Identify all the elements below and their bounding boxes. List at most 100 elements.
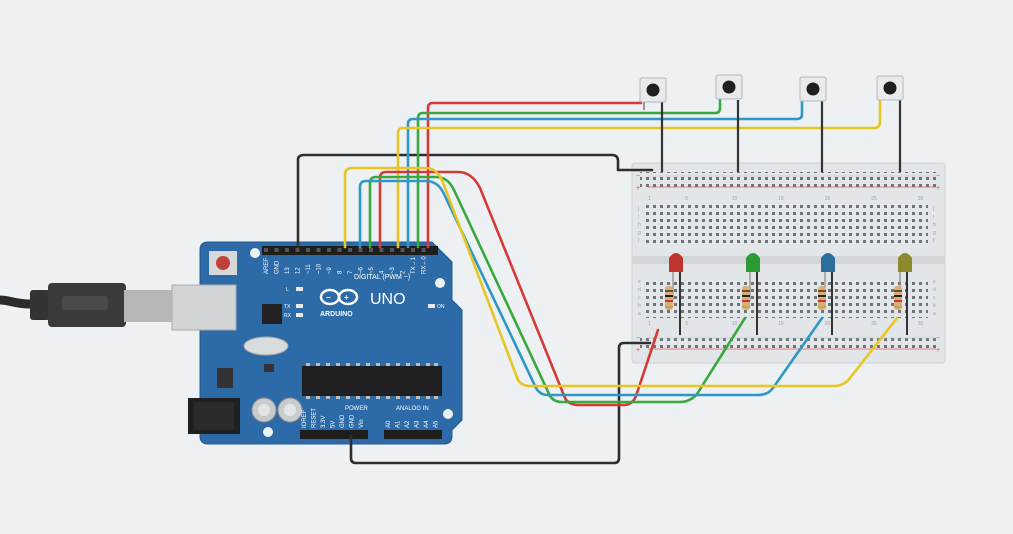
digital-pin-hole[interactable] xyxy=(264,248,268,252)
breadboard-row-letter: c xyxy=(933,295,936,301)
digital-pin-hole[interactable] xyxy=(390,248,394,252)
resistor-4[interactable] xyxy=(894,286,902,310)
analog-pin-label: A1 xyxy=(396,420,402,428)
led-red[interactable] xyxy=(669,253,683,335)
digital-pin-hole[interactable] xyxy=(421,248,426,252)
analog-pin-label: A2 xyxy=(405,420,411,428)
wires xyxy=(296,94,899,465)
led-yellow[interactable] xyxy=(898,253,912,335)
resistor-1[interactable] xyxy=(665,286,673,310)
digital-pin-hole[interactable] xyxy=(316,248,321,252)
gnd-wire-bottom[interactable] xyxy=(349,341,652,465)
digital-label: DIGITAL (PWM ~) xyxy=(354,274,410,281)
power-pin-label: GND xyxy=(350,414,356,428)
analog-pin-label: A0 xyxy=(386,420,392,428)
button4-to-d5[interactable] xyxy=(396,94,882,249)
led-l-indicator xyxy=(296,287,303,291)
power-pin-label: 5V xyxy=(331,421,337,428)
resistor-2[interactable] xyxy=(742,286,750,310)
power-pin-label: IOREF xyxy=(302,409,308,428)
breadboard-row-letter: a xyxy=(638,311,641,317)
digital-pin-hole[interactable] xyxy=(295,248,300,252)
digital-pin-label: AREF xyxy=(264,258,270,274)
led-on-indicator xyxy=(428,304,435,308)
breadboard-column-number: 10 xyxy=(732,196,738,202)
digital-pin-label: ~3 xyxy=(390,266,396,274)
led-yellow-wire[interactable] xyxy=(343,166,899,388)
digital-pin-label: 4 xyxy=(380,270,386,274)
analog-pin-label: A5 xyxy=(434,420,440,428)
analog-label: ANALOG IN xyxy=(396,406,429,412)
digital-pin-label: ~10 xyxy=(317,263,323,274)
reset-button[interactable] xyxy=(209,251,237,275)
digital-pin-label: 13 xyxy=(285,267,291,274)
led-blue[interactable] xyxy=(821,253,835,335)
gnd-wire-top[interactable] xyxy=(296,153,654,249)
brand-label: ARDUINO xyxy=(320,311,353,318)
analog-pin-label: A4 xyxy=(424,420,430,428)
breadboard-column-number: 25 xyxy=(871,321,877,327)
breadboard-row-letter: f xyxy=(638,238,640,244)
digital-pin-hole[interactable] xyxy=(379,248,384,252)
digital-pin-hole[interactable] xyxy=(369,248,373,252)
power-pin-label: 3.3V xyxy=(321,416,327,428)
digital-pin-hole[interactable] xyxy=(400,248,405,252)
svg-text:+: + xyxy=(344,293,349,302)
svg-text:−: − xyxy=(636,173,640,180)
digital-pin-hole[interactable] xyxy=(358,248,363,252)
digital-pin-hole[interactable] xyxy=(411,248,415,252)
digital-pin-label: ~5 xyxy=(369,266,375,274)
digital-pin-hole[interactable] xyxy=(348,248,352,252)
breadboard-row-letter: d xyxy=(638,287,641,293)
push-button-1[interactable] xyxy=(639,77,667,172)
breadboard-column-number: 15 xyxy=(778,321,784,327)
digital-pin-hole[interactable] xyxy=(327,248,331,252)
push-buttons xyxy=(639,74,904,172)
button3-to-d4[interactable] xyxy=(406,94,804,249)
push-button-4[interactable] xyxy=(876,75,904,172)
led-red-wire[interactable] xyxy=(378,170,660,407)
breadboard-row-letter: e xyxy=(638,279,641,285)
digital-pin-hole[interactable] xyxy=(274,248,279,252)
button1-to-d2[interactable] xyxy=(426,94,643,249)
power-pin-label: GND xyxy=(340,414,346,428)
led-rx-indicator xyxy=(296,313,303,317)
breadboard-column-number: 30 xyxy=(918,196,924,202)
led-green-wire[interactable] xyxy=(368,175,747,404)
led-blue-wire[interactable] xyxy=(358,179,824,397)
svg-text:−: − xyxy=(636,335,640,342)
resistor-3[interactable] xyxy=(818,286,826,310)
breadboard-row-letter: d xyxy=(933,287,936,293)
push-button-3[interactable] xyxy=(799,76,827,172)
digital-pin-hole[interactable] xyxy=(337,248,342,252)
power-label: POWER xyxy=(345,406,368,412)
breadboard-row-letter: c xyxy=(638,295,641,301)
power-header xyxy=(300,430,368,439)
svg-text:+: + xyxy=(636,185,640,192)
digital-pin-label: ~11 xyxy=(306,264,312,274)
power-jack xyxy=(188,398,240,434)
digital-pin-label: RX←0 xyxy=(422,256,428,274)
analog-header xyxy=(384,430,442,439)
svg-text:−: − xyxy=(326,293,331,302)
push-button-2[interactable] xyxy=(715,74,743,172)
breadboard-row-letter: b xyxy=(933,303,936,309)
svg-text:−: − xyxy=(936,173,940,180)
digital-pin-label: ~6 xyxy=(359,266,365,274)
breadboard-row-letter: h xyxy=(638,222,641,228)
digital-pin-label: GND xyxy=(275,260,281,274)
arduino-logo: − + xyxy=(319,288,359,306)
crystal xyxy=(243,336,289,356)
digital-pin-label: 12 xyxy=(296,267,302,274)
svg-text:+: + xyxy=(936,347,940,354)
breadboard-column-number: 5 xyxy=(685,196,688,202)
breadboard-row-letter: g xyxy=(638,230,641,236)
breadboard-column-number: 20 xyxy=(825,196,831,202)
button2-to-d3[interactable] xyxy=(416,94,722,249)
digital-pin-hole[interactable] xyxy=(306,248,310,252)
digital-pin-hole[interactable] xyxy=(285,248,289,252)
breadboard-row-letter: e xyxy=(933,279,936,285)
breadboard-row-letter: j xyxy=(932,206,934,212)
